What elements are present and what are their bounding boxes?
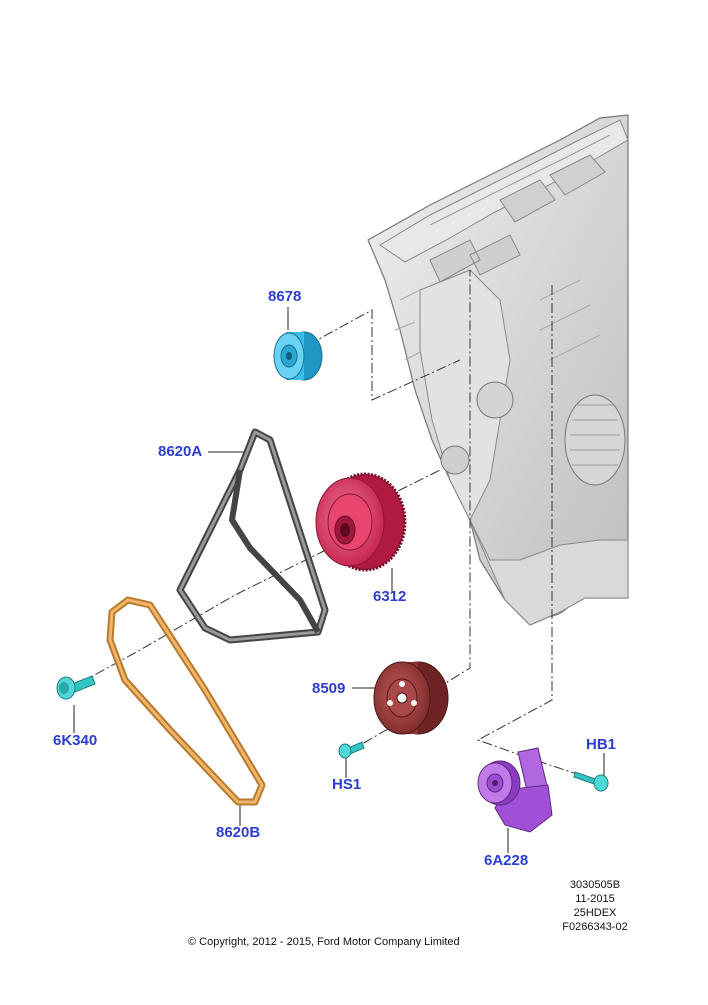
leader-lines (73, 307, 605, 853)
reference-line-2: 11-2015 (575, 893, 615, 905)
bolt-hs1 (338, 741, 365, 759)
copyright-notice: © Copyright, 2012 - 2015, Ford Motor Com… (188, 936, 460, 948)
callout-8678: 8678 (268, 288, 302, 305)
crankshaft-pulley-6312 (315, 472, 407, 572)
water-pump-pulley-8509 (373, 661, 449, 735)
callout-6k340: 6K340 (53, 732, 98, 749)
reference-block: 3030505B 11-2015 25HDEX F0266343-02 (556, 878, 634, 934)
bolt-6k340 (56, 675, 96, 700)
callout-hb1: HB1 (586, 736, 617, 753)
belt-8620a (176, 428, 329, 644)
engine-block (367, 114, 629, 626)
reference-line-1: 3030505B (569, 879, 621, 891)
callout-hs1: HS1 (332, 776, 362, 793)
idler-pulley-8678 (273, 331, 323, 381)
callout-6a228: 6A228 (484, 852, 529, 869)
tensioner-6a228 (477, 747, 553, 833)
reference-line-3: 25HDEX (573, 907, 617, 919)
callout-8509: 8509 (312, 680, 346, 697)
callout-8620a: 8620A (158, 443, 203, 460)
callout-6312: 6312 (373, 588, 407, 605)
belt-8620b (106, 596, 266, 806)
bolt-hb1 (573, 771, 609, 792)
callout-8620b: 8620B (216, 824, 261, 841)
reference-line-4: F0266343-02 (562, 921, 628, 933)
